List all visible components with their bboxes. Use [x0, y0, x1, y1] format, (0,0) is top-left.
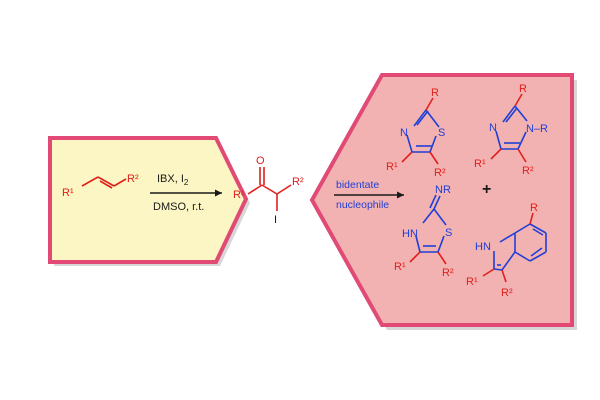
imidazole-r-label: R — [519, 83, 527, 95]
step1-conditions-label: DMSO, r.t. — [153, 201, 204, 213]
iminothiazoline-r1-label: R¹ — [394, 261, 406, 273]
thiazole-substituent-bonds — [401, 97, 439, 165]
indole-hn: HN — [475, 241, 491, 253]
thiazole-sulfur: S — [438, 127, 445, 139]
left-panel — [48, 136, 249, 264]
step2-line1-label: bidentate — [336, 179, 379, 191]
imidazole-structure: N N–R R R¹ R² — [474, 83, 548, 177]
thiazole-nitrogen: N — [400, 127, 408, 139]
imidazole-r1-label: R¹ — [474, 158, 486, 170]
step2-arrow-group: bidentate nucleophile — [334, 179, 404, 211]
iminothiazoline-sulfur: S — [445, 227, 452, 239]
iodoketone-structure: O R¹ R² I — [233, 155, 304, 226]
iminothiazoline-substituent-bonds — [409, 251, 447, 265]
step2-line2-label: nucleophile — [336, 199, 389, 211]
imidazole-n-substituted: N–R — [526, 123, 548, 135]
indole-r2-label: R² — [501, 287, 513, 299]
alkene-structure: R¹ R² — [62, 173, 139, 199]
thiazole-r2-label: R² — [434, 167, 446, 179]
imidazole-substituent-bonds — [490, 93, 527, 163]
alkene-r2-label: R² — [127, 173, 139, 185]
iodoketone-oxygen: O — [256, 155, 265, 167]
indole-rings — [493, 223, 547, 271]
imidazole-r2-label: R² — [522, 165, 534, 177]
iodoketone-iodine: I — [274, 214, 277, 226]
step1-arrow-group: IBX, I2 DMSO, r.t. — [150, 173, 222, 213]
thiazole-ring — [406, 109, 440, 153]
iminothiazoline-hn: HN — [402, 228, 418, 240]
iminothiazoline-nr: NR — [435, 184, 451, 196]
thiazole-r1-label: R¹ — [386, 161, 398, 173]
indole-structure: HN R R¹ R² — [466, 202, 547, 299]
indole-r1-label: R¹ — [466, 276, 478, 288]
imidazole-nitrogen: N — [489, 122, 497, 134]
thiazole-r-label: R — [431, 87, 439, 99]
thiazole-structure: N S R R¹ R² — [386, 87, 446, 179]
step2-arrowhead — [397, 191, 404, 199]
alkene-r1-label: R¹ — [62, 187, 74, 199]
iminothiazoline-r2-label: R² — [442, 267, 454, 279]
indole-substituent-bonds — [482, 212, 534, 283]
iodoketone-bonds — [247, 167, 292, 211]
imidazole-ring — [495, 105, 528, 150]
iminothiazoline-ring — [415, 194, 447, 253]
indole-r-label: R — [530, 202, 538, 214]
step1-reagent-label: IBX, I2 — [157, 173, 189, 187]
iodoketone-r2-label: R² — [292, 176, 304, 188]
plus-sign: + — [482, 181, 491, 198]
step1-arrowhead — [215, 189, 222, 197]
iminothiazoline-structure: NR HN S R¹ R² — [394, 184, 454, 279]
iodoketone-r1-label: R¹ — [233, 189, 245, 201]
alkene-bonds — [81, 176, 127, 189]
